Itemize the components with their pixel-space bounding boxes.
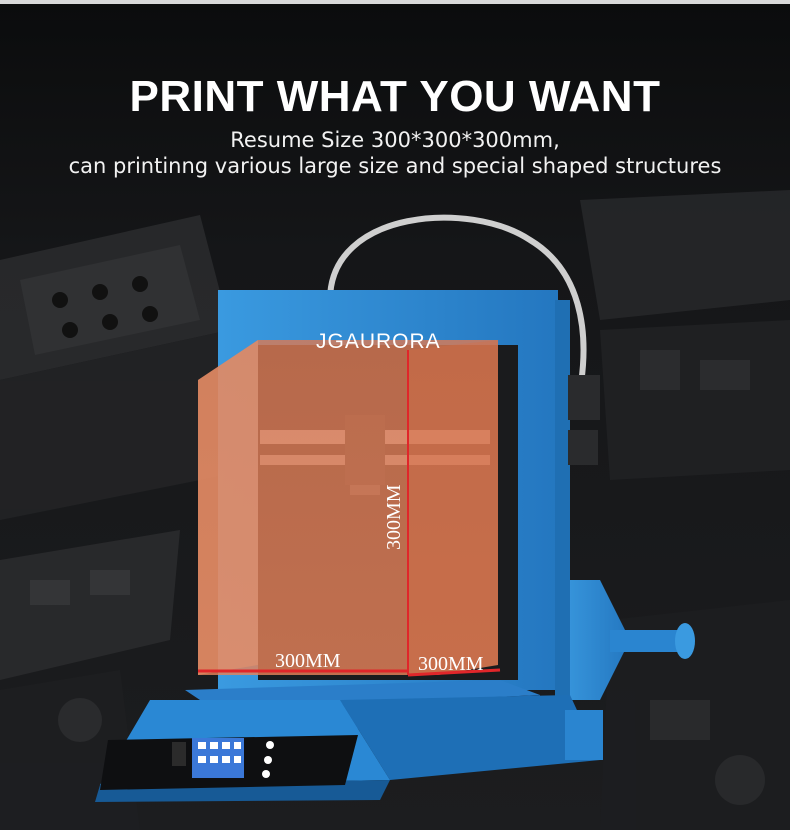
background-circuit-board [0, 190, 790, 830]
subheadline-line-2: can printinng various large size and spe… [68, 154, 722, 178]
side-motor-lower [568, 430, 598, 465]
depth-label: 300MM [418, 653, 484, 675]
build-volume-cube [198, 340, 498, 675]
subheadline-line-1: Resume Size 300*300*300mm, [230, 128, 560, 152]
depth-dimension-line [407, 668, 501, 677]
top-border-strip [0, 0, 790, 4]
filament-tube [327, 214, 587, 391]
height-label: 300MM [383, 484, 405, 550]
width-label: 300MM [275, 650, 341, 672]
side-motor [568, 375, 600, 420]
control-panel [100, 735, 358, 790]
power-supply-block [565, 710, 603, 760]
brand-logo: JGAURORA [316, 330, 441, 353]
headline: PRINT WHAT YOU WANT [129, 72, 661, 121]
spool-holder [555, 580, 695, 700]
